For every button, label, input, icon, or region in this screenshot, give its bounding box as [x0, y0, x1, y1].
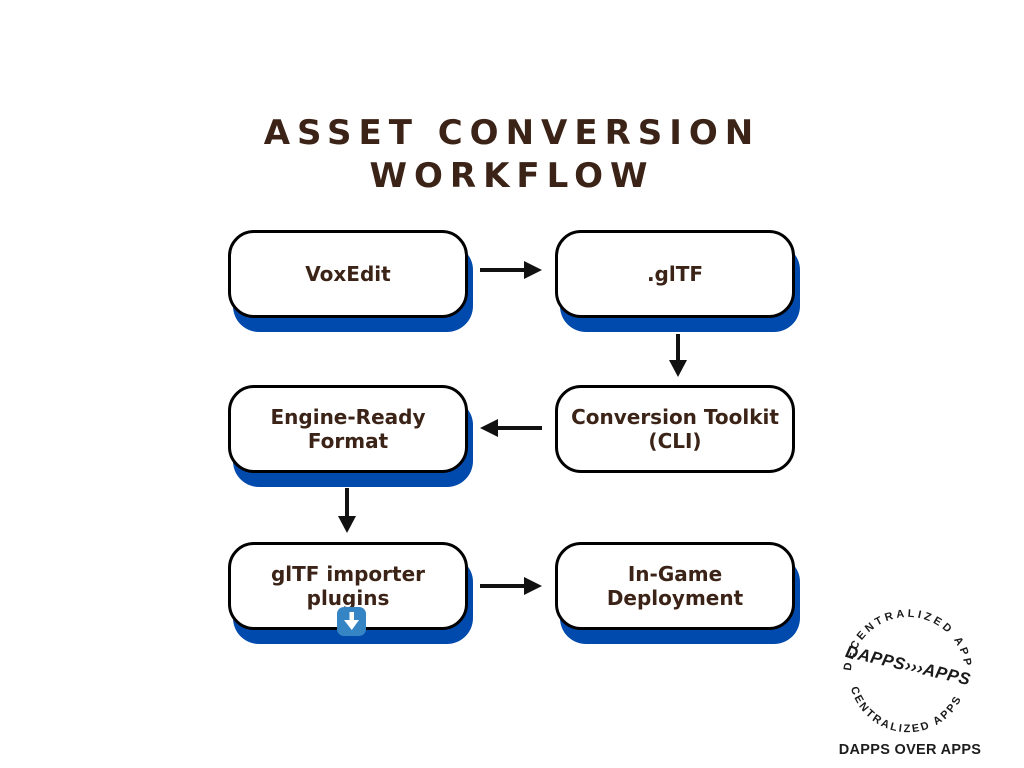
arrow-right-icon — [480, 577, 542, 595]
badge-center-text: DAPPS›››APPS — [844, 642, 973, 689]
badge-caption: DAPPS OVER APPS — [838, 742, 982, 758]
page-title: ASSET CONVERSION WORKFLOW — [0, 112, 1024, 198]
badge-arc-bottom-text: CENTRALIZED APPS — [848, 685, 963, 734]
download-icon — [337, 607, 366, 636]
arrow-left-icon — [480, 419, 542, 437]
dapps-stamp-badge: DECENTRALIZED APPS CENTRALIZED APPS DAPP… — [838, 594, 973, 734]
arrow-down-icon — [669, 334, 687, 377]
flow-node-engine-ready-format: Engine-Ready Format — [228, 385, 468, 473]
svg-text:CENTRALIZED APPS: CENTRALIZED APPS — [848, 685, 965, 734]
flow-node-gltf-file: .glTF — [555, 230, 795, 318]
flow-node-label: Conversion Toolkit (CLI) — [571, 405, 779, 453]
arrow-right-icon — [480, 261, 542, 279]
flow-node-label: VoxEdit — [305, 262, 391, 286]
flow-node-voxedit: VoxEdit — [228, 230, 468, 318]
flow-node-label: .glTF — [646, 262, 704, 286]
page-title-line-2: WORKFLOW — [369, 156, 655, 196]
flow-node-conversion-toolkit: Conversion Toolkit (CLI) — [555, 385, 795, 473]
page-title-line-1: ASSET CONVERSION — [263, 113, 761, 153]
flow-node-label: In-Game Deployment — [606, 562, 744, 610]
arrow-down-icon — [338, 488, 356, 533]
flow-node-label: glTF importer plugins — [270, 562, 426, 610]
flow-node-in-game-deployment: In-Game Deployment — [555, 542, 795, 630]
flow-node-label: Engine-Ready Format — [270, 405, 426, 453]
